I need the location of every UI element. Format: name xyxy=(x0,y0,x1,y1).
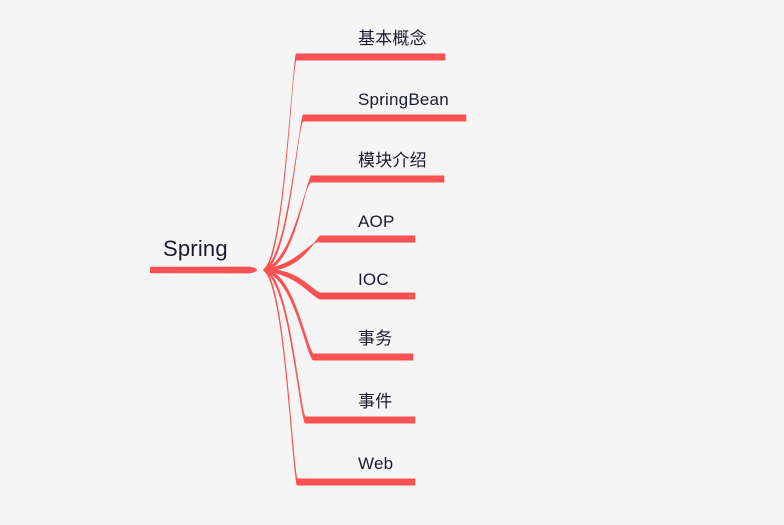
branch-node-label-8[interactable]: Web xyxy=(358,454,394,473)
branch-line-5 xyxy=(263,268,416,300)
branch-node-label-2[interactable]: SpringBean xyxy=(358,90,449,109)
root-trunk-line xyxy=(150,266,257,274)
branch-node-label-1[interactable]: 基本概念 xyxy=(358,29,427,48)
branch-line-4 xyxy=(263,235,416,272)
branch-node-label-4[interactable]: AOP xyxy=(358,212,395,231)
branch-line-8 xyxy=(263,268,416,486)
branch-node-label-7[interactable]: 事件 xyxy=(358,392,393,411)
branch-path-group xyxy=(150,53,467,486)
branch-node-label-5[interactable]: IOC xyxy=(358,270,389,289)
branch-line-6 xyxy=(263,268,414,361)
branch-line-3 xyxy=(263,175,445,272)
root-node-label[interactable]: Spring xyxy=(163,236,228,261)
branch-line-1 xyxy=(263,53,446,272)
branch-node-label-3[interactable]: 模块介绍 xyxy=(358,151,427,170)
branch-node-label-6[interactable]: 事务 xyxy=(358,329,393,348)
branch-line-7 xyxy=(263,268,416,424)
branch-line-2 xyxy=(263,114,467,272)
